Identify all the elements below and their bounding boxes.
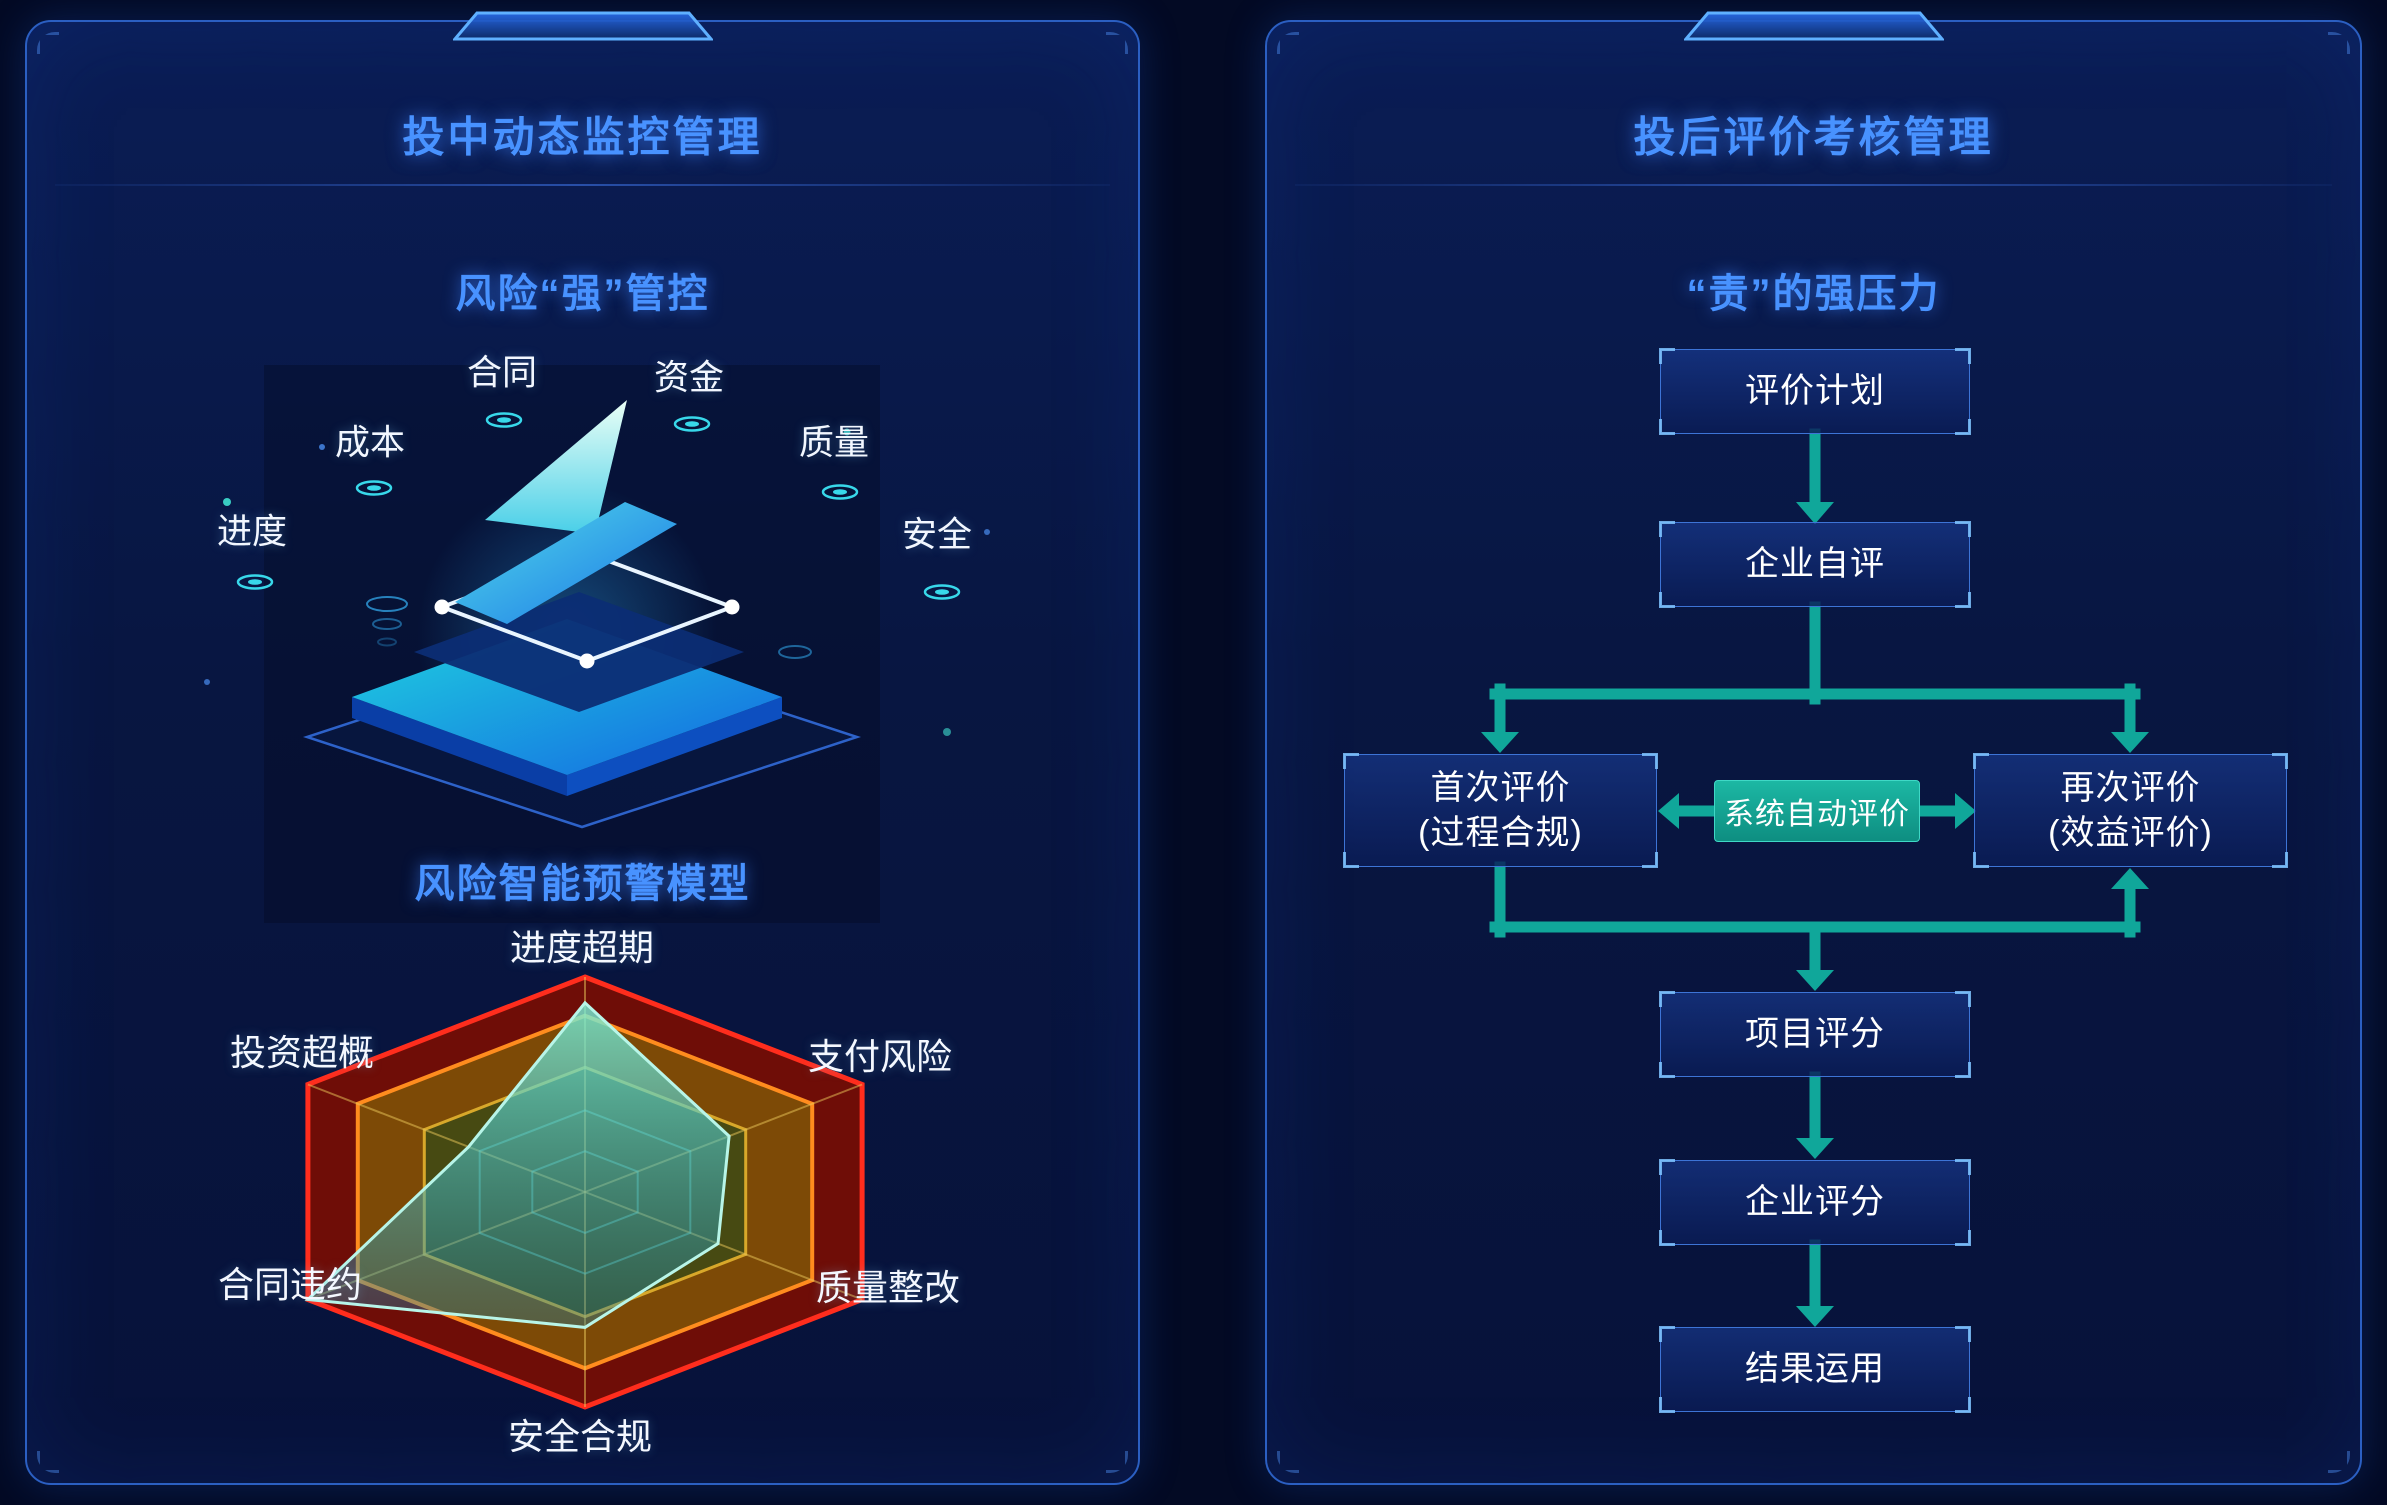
radar-label-investment-overrun: 投资超概 [229, 1032, 375, 1073]
monitor-label-safety: 安全 [901, 515, 973, 555]
flow-box-label: 企业自评 [1745, 545, 1885, 584]
radar-label-payment-risk: 支付风险 [807, 1036, 953, 1077]
flow-box-label-line2: (效益评价) [2048, 813, 2213, 852]
right-panel-title: 投后评价考核管理 [1633, 113, 1994, 161]
panel-investment-monitoring: 投中动态监控管理 风险“强”管控 [25, 11, 1140, 1485]
flow-box-label-line1: 再次评价 [2060, 768, 2201, 807]
panel-tab-icon [452, 11, 713, 41]
title-divider [1295, 184, 2332, 186]
monitor-label-quality: 质量 [798, 423, 870, 463]
flow-box-auto-evaluation: 系统自动评价 [1714, 780, 1920, 842]
panel-post-investment-evaluation: 投后评价考核管理 “责”的强压力 [1265, 11, 2362, 1485]
flow-box-enterprise-score: 企业评分 [1659, 1159, 1971, 1246]
flow-box-label: 评价计划 [1745, 372, 1885, 411]
monitor-label-progress: 进度 [216, 512, 288, 552]
flow-box-label: 结果运用 [1745, 1350, 1885, 1389]
flow-box-enterprise-self-evaluation: 企业自评 [1659, 521, 1971, 608]
flow-box-result-application: 结果运用 [1659, 1326, 1971, 1413]
flow-box-project-score: 项目评分 [1659, 991, 1971, 1078]
radar-label-progress-overdue: 进度超期 [509, 927, 655, 968]
left-panel-title: 投中动态监控管理 [402, 113, 763, 161]
flow-box-label: 系统自动评价 [1724, 798, 1910, 831]
risk-radar-chart [304, 974, 865, 1410]
title-divider [55, 184, 1110, 186]
flow-box-label-line2: (过程合规) [1418, 813, 1583, 852]
flow-box-label: 企业评分 [1745, 1183, 1885, 1222]
monitor-label-contract: 合同 [466, 353, 538, 393]
flow-box-label: 项目评分 [1745, 1015, 1885, 1054]
radar-chart-title: 风险智能预警模型 [414, 862, 751, 906]
right-panel-subtitle: “责”的强压力 [1686, 272, 1941, 316]
monitor-label-funds: 资金 [653, 358, 725, 398]
radar-label-quality-rectification: 质量整改 [815, 1267, 961, 1308]
monitor-label-cost: 成本 [334, 423, 406, 463]
flow-box-label-line1: 首次评价 [1430, 768, 1571, 807]
radar-label-safety-compliance: 安全合规 [507, 1416, 653, 1457]
panel-tab-icon [1683, 11, 1944, 41]
left-panel-subtitle: 风险“强”管控 [455, 272, 710, 316]
flow-box-re-evaluation: 再次评价 (效益评价) [1973, 753, 2288, 868]
risk-control-illustration [204, 400, 990, 829]
radar-label-contract-breach: 合同违约 [217, 1264, 363, 1305]
flow-box-first-evaluation: 首次评价 (过程合规) [1343, 753, 1658, 868]
flow-box-evaluation-plan: 评价计划 [1659, 348, 1971, 435]
